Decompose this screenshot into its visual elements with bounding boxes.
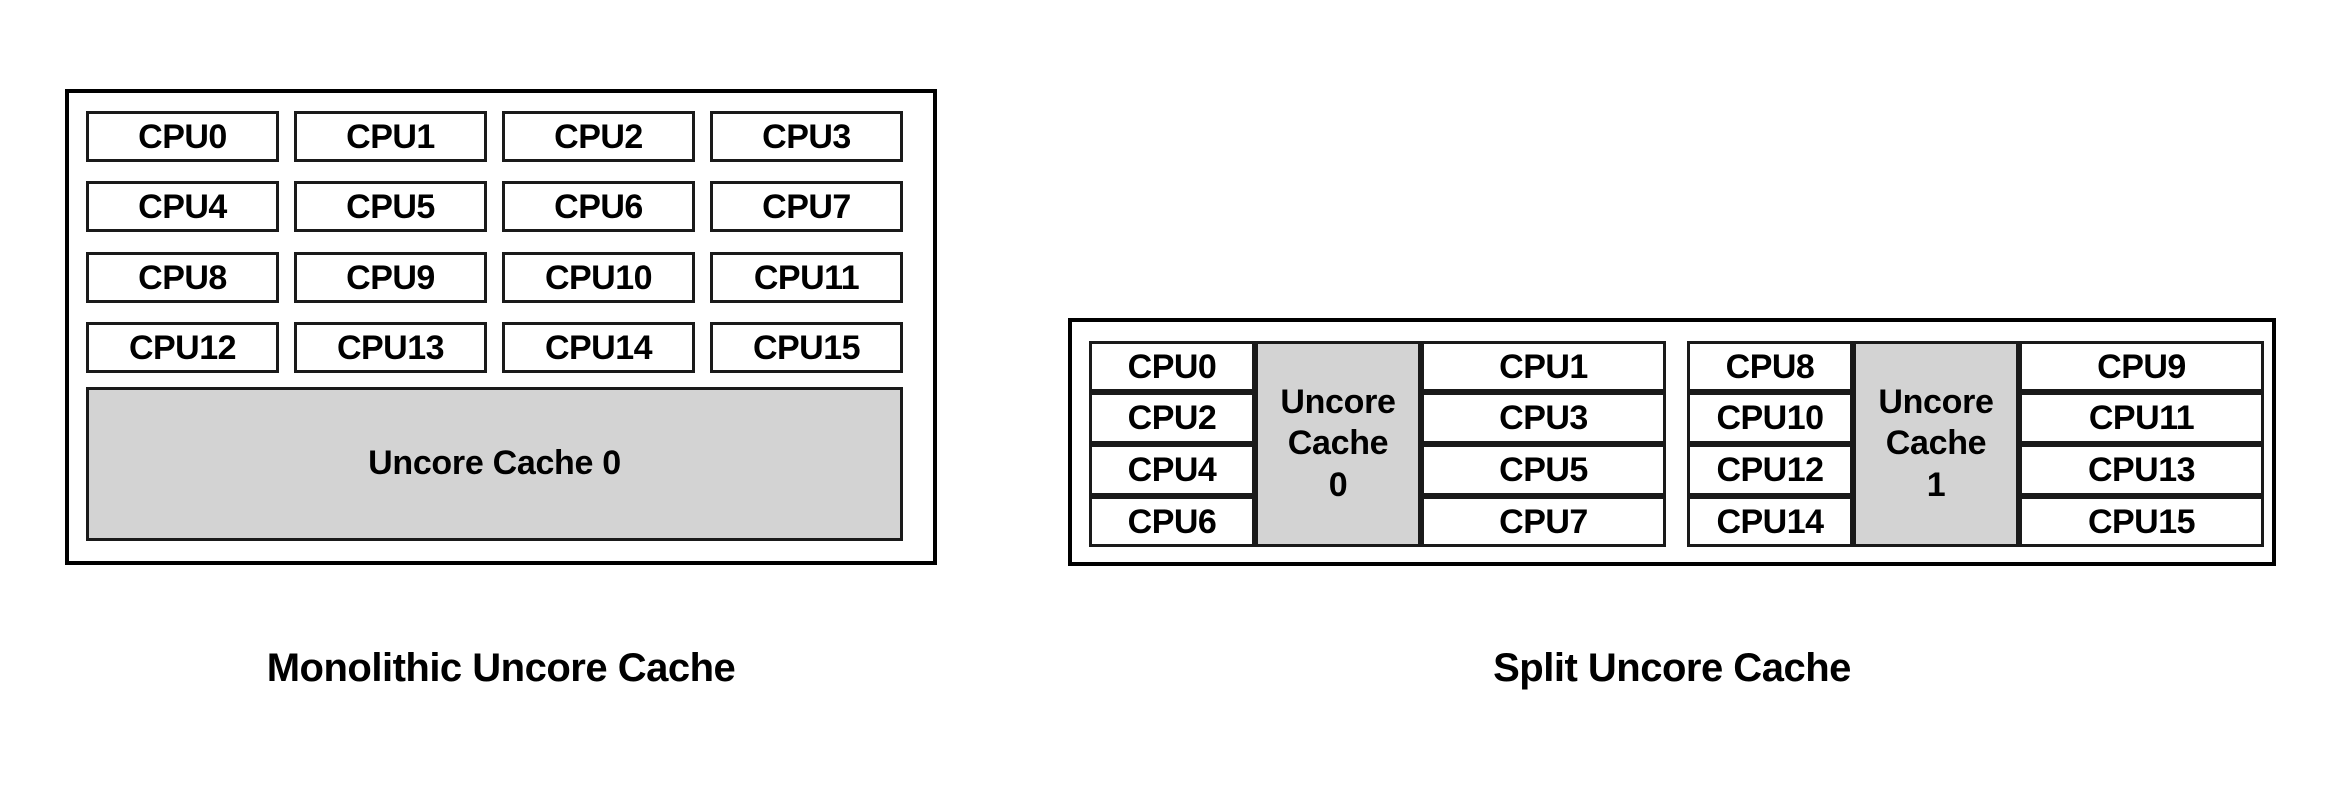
cpu-box: CPU8 [1687, 341, 1853, 392]
cpu-label: CPU7 [762, 187, 851, 226]
cpu-label: CPU8 [1725, 347, 1815, 386]
cpu-label: CPU9 [346, 258, 435, 297]
cpu-box: CPU7 [1421, 496, 1666, 547]
uncore-cache-label-line1: Uncore [1878, 382, 1994, 421]
cpu-label: CPU1 [346, 117, 435, 156]
monolithic-uncore-cache-frame: CPU0 CPU1 CPU2 CPU3 CPU4 CPU5 CPU6 CPU7 … [65, 89, 937, 565]
cpu-label: CPU12 [1716, 451, 1824, 489]
cpu-box: CPU2 [502, 111, 695, 162]
cpu-box: CPU7 [710, 181, 903, 232]
cpu-label: CPU12 [128, 328, 237, 367]
uncore-cache-label-line2: Cache [1287, 424, 1389, 463]
cpu-label: CPU4 [138, 187, 227, 226]
uncore-cache-1-box: Uncore Cache 1 [1853, 341, 2019, 547]
cpu-label: CPU10 [544, 258, 653, 297]
cpu-label: CPU14 [544, 328, 653, 367]
uncore-cache-label-line2: Cache [1885, 424, 1987, 463]
cpu-box: CPU6 [1089, 496, 1255, 547]
cpu-label: CPU7 [1499, 502, 1588, 541]
cpu-label: CPU5 [1499, 451, 1588, 489]
cpu-box: CPU4 [1089, 444, 1255, 496]
cpu-box: CPU3 [710, 111, 903, 162]
cpu-label: CPU2 [1127, 399, 1217, 437]
cpu-label: CPU1 [1499, 347, 1588, 386]
cpu-label: CPU6 [554, 187, 643, 226]
cpu-box: CPU10 [502, 252, 695, 303]
cpu-box: CPU6 [502, 181, 695, 232]
cpu-label: CPU0 [138, 117, 227, 156]
cpu-label: CPU3 [762, 117, 851, 156]
cpu-label: CPU11 [2088, 399, 2195, 437]
cpu-box: CPU14 [502, 322, 695, 373]
cpu-label: CPU5 [346, 187, 435, 226]
monolithic-caption: Monolithic Uncore Cache [266, 646, 736, 690]
cpu-label: CPU2 [554, 117, 643, 156]
cpu-box: CPU0 [1089, 341, 1255, 392]
cpu-box: CPU4 [86, 181, 279, 232]
split-uncore-cache-frame: CPU0 CPU2 CPU4 CPU6 Uncore Cache 0 CPU1 [1068, 318, 2276, 566]
uncore-cache-label-line3: 0 [1328, 465, 1348, 504]
uncore-cache-0-box: Uncore Cache 0 [1255, 341, 1421, 547]
cpu-label: CPU13 [2087, 451, 2196, 489]
cpu-label: CPU10 [1716, 399, 1824, 437]
cpu-box: CPU10 [1687, 392, 1853, 444]
cpu-box: CPU3 [1421, 392, 1666, 444]
cpu-label: CPU8 [138, 258, 227, 297]
cpu-label: CPU13 [336, 328, 445, 367]
cpu-box: CPU9 [2019, 341, 2264, 392]
uncore-cache-label: Uncore Cache 0 [368, 444, 621, 483]
split-caption: Split Uncore Cache [1493, 646, 1851, 690]
cpu-box: CPU13 [2019, 444, 2264, 496]
cpu-label: CPU4 [1127, 451, 1217, 489]
cpu-label: CPU3 [1499, 399, 1588, 437]
cpu-box: CPU11 [710, 252, 903, 303]
uncore-cache-0-box: Uncore Cache 0 [86, 387, 903, 541]
cpu-box: CPU13 [294, 322, 487, 373]
cpu-box: CPU5 [1421, 444, 1666, 496]
cpu-box: CPU1 [1421, 341, 1666, 392]
cpu-box: CPU14 [1687, 496, 1853, 547]
cpu-box: CPU9 [294, 252, 487, 303]
cpu-label: CPU6 [1127, 502, 1217, 541]
cpu-box: CPU15 [2019, 496, 2264, 547]
cpu-label: CPU15 [2087, 502, 2196, 541]
cpu-box: CPU8 [86, 252, 279, 303]
cpu-box: CPU12 [1687, 444, 1853, 496]
uncore-cache-label-line1: Uncore [1280, 382, 1396, 421]
cpu-label: CPU15 [752, 328, 861, 367]
cpu-box: CPU15 [710, 322, 903, 373]
cpu-box: CPU12 [86, 322, 279, 373]
cpu-label: CPU14 [1716, 502, 1824, 541]
cpu-box: CPU5 [294, 181, 487, 232]
cache-group: CPU8 CPU10 CPU12 CPU14 Uncore Cache 1 CP… [1687, 341, 2264, 547]
cache-group: CPU0 CPU2 CPU4 CPU6 Uncore Cache 0 CPU1 [1089, 341, 1666, 547]
cpu-label: CPU9 [2097, 347, 2186, 386]
cpu-box: CPU2 [1089, 392, 1255, 444]
cpu-box: CPU0 [86, 111, 279, 162]
uncore-cache-label-line3: 1 [1926, 465, 1946, 504]
cpu-label: CPU11 [753, 258, 860, 297]
cpu-box: CPU1 [294, 111, 487, 162]
cpu-box: CPU11 [2019, 392, 2264, 444]
cpu-label: CPU0 [1127, 347, 1217, 386]
